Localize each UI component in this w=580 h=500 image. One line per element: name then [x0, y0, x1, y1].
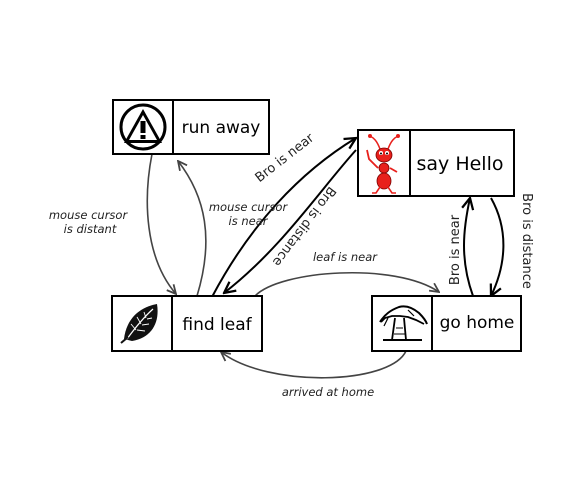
edge-find-to-hello [211, 138, 356, 298]
label-run-to-find-1: mouse cursor [49, 208, 129, 222]
edge-hello-to-find [224, 149, 357, 293]
edge-hello-to-home [491, 197, 505, 296]
state-say-hello[interactable]: say Hello [357, 129, 515, 197]
label-home-to-find: arrived at home [282, 385, 374, 399]
state-go-home[interactable]: go home [371, 295, 522, 352]
label-find-to-run-1: mouse cursor [209, 200, 289, 214]
edge-find-to-run [178, 161, 207, 297]
state-run-away-label: run away [182, 118, 261, 138]
leaf-icon [120, 304, 158, 344]
state-find-leaf-label: find leaf [182, 315, 252, 335]
edge-find-to-home [254, 271, 439, 297]
label-find-to-home: leaf is near [313, 250, 378, 264]
state-go-home-label: go home [440, 313, 515, 333]
state-run-away[interactable]: run away [112, 99, 270, 155]
label-home-to-hello: Bro is near [448, 214, 463, 285]
red-ant-icon [366, 134, 400, 194]
edge-home-to-find [221, 350, 407, 379]
edge-home-to-hello [464, 198, 473, 297]
edge-run-to-find [146, 153, 176, 294]
label-hello-to-home: Bro is distance [519, 193, 534, 289]
state-say-hello-label: say Hello [417, 153, 504, 175]
warning-icon [119, 103, 167, 151]
anthill-icon [379, 305, 428, 341]
state-find-leaf[interactable]: find leaf [111, 295, 263, 352]
label-find-to-run-2: is near [229, 214, 269, 228]
label-run-to-find-2: is distant [64, 222, 117, 236]
